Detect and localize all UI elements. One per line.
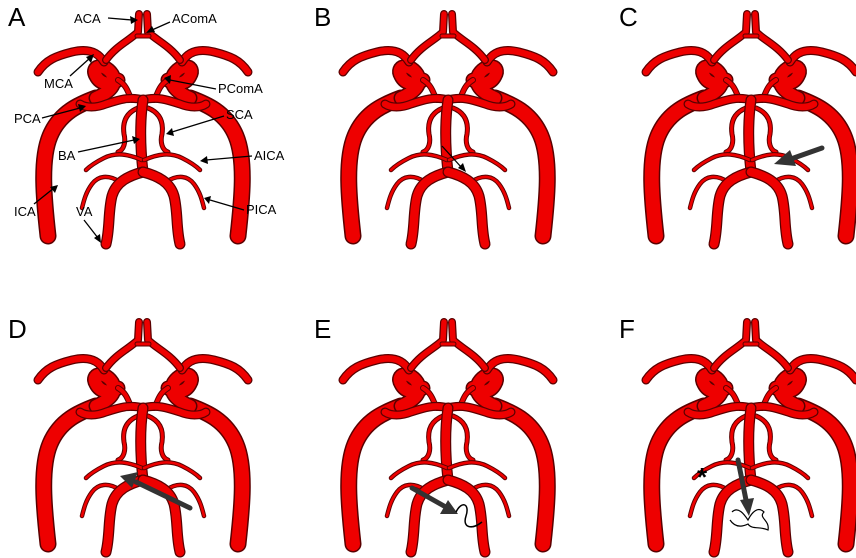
label-aca: ACA bbox=[74, 11, 101, 26]
label-pcoma: PComA bbox=[218, 81, 263, 96]
label-ba: BA bbox=[58, 148, 76, 163]
label-acoma: AComA bbox=[172, 11, 217, 26]
panel-letter-c: C bbox=[619, 2, 638, 32]
panel-letter-d: D bbox=[8, 314, 27, 344]
artery-tree-diagram bbox=[38, 14, 248, 244]
artery-tree-diagram bbox=[646, 14, 856, 244]
panel-d bbox=[38, 322, 248, 552]
panel-letter-f: F bbox=[619, 314, 635, 344]
label-va: VA bbox=[76, 204, 93, 219]
label-aica: AICA bbox=[254, 148, 285, 163]
panel-letter-e: E bbox=[314, 314, 331, 344]
label-pca: PCA bbox=[14, 111, 41, 126]
label-ica: ICA bbox=[14, 204, 36, 219]
artery-tree-diagram bbox=[38, 322, 248, 552]
panel-a bbox=[38, 14, 248, 244]
label-sca: SCA bbox=[226, 107, 253, 122]
panel-letter-b: B bbox=[314, 2, 331, 32]
panel-letter-a: A bbox=[8, 2, 26, 32]
artery-tree-diagram bbox=[343, 322, 553, 552]
label-mca: MCA bbox=[44, 76, 73, 91]
artery-tree-diagram bbox=[343, 14, 553, 244]
label-pica: PICA bbox=[246, 202, 277, 217]
panel-b bbox=[343, 14, 553, 244]
panel-e bbox=[343, 322, 553, 552]
annotation-star: * bbox=[697, 462, 708, 492]
panel-c bbox=[646, 14, 856, 244]
